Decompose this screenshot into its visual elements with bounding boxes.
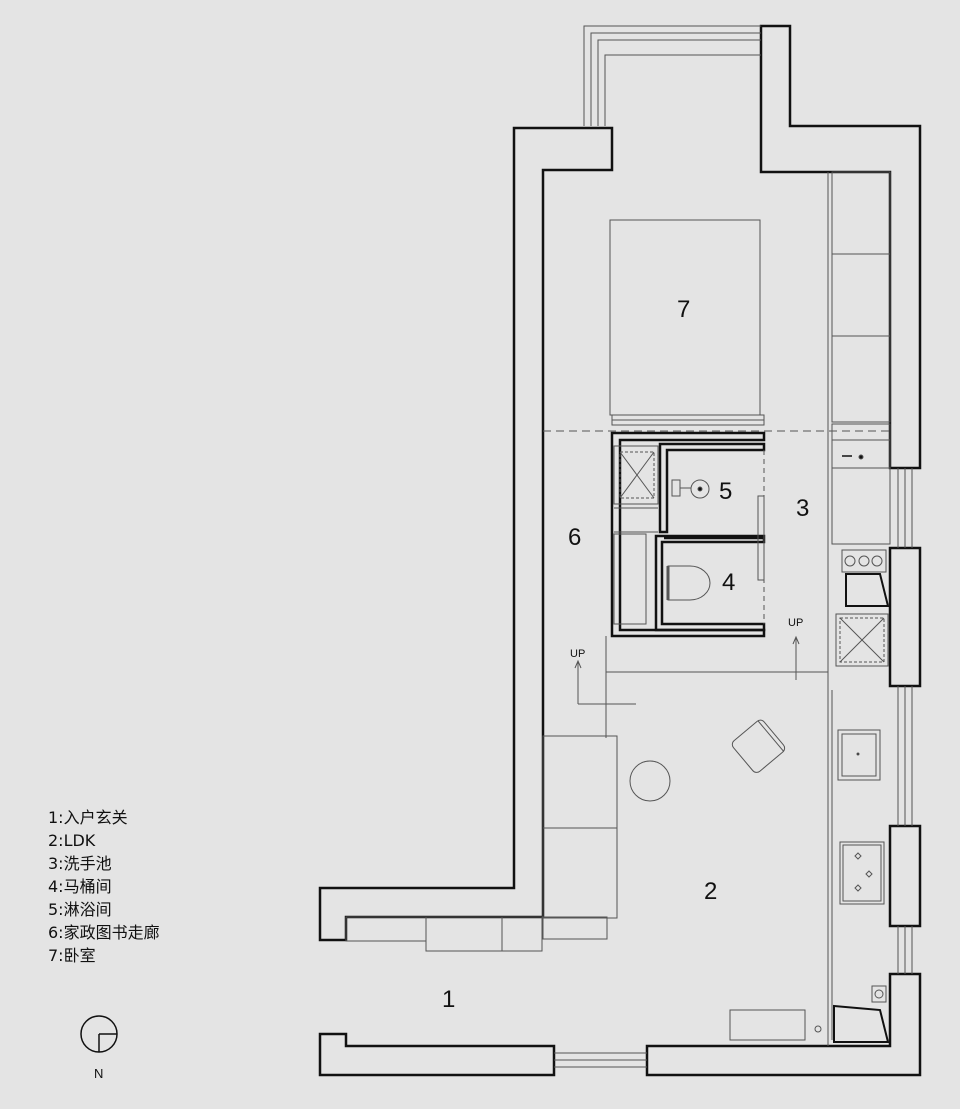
legend-item: 6:家政图书走廊 — [48, 923, 160, 942]
windows — [554, 468, 913, 1068]
room-legend: 1:入户玄关 2:LDK 3:洗手池 4:马桶间 5:淋浴间 6:家政图书走廊 … — [48, 806, 160, 967]
balcony-railing — [583, 25, 761, 126]
right-cabinets — [827, 171, 891, 1046]
room-number-5: 5 — [719, 478, 732, 505]
legend-item: 2:LDK — [48, 831, 96, 850]
legend-item: 4:马桶间 — [48, 877, 112, 896]
sofa — [542, 735, 618, 919]
legend-item: 7:卧室 — [48, 946, 96, 965]
room-number-2: 2 — [704, 878, 717, 905]
room-number-7: 7 — [677, 296, 690, 323]
bathroom-fixtures — [613, 445, 765, 625]
legend-item: 5:淋浴间 — [48, 900, 112, 919]
level-steps — [574, 635, 828, 738]
cooktop — [839, 841, 885, 905]
north-compass-icon — [80, 1015, 118, 1053]
room-number-3: 3 — [796, 495, 809, 522]
round-table — [629, 760, 671, 802]
legend-item: 3:洗手池 — [48, 854, 112, 873]
room-number-6: 6 — [568, 524, 581, 551]
up-label-right: UP — [788, 617, 803, 629]
kitchen-sink — [837, 729, 881, 781]
bathroom-block — [610, 431, 766, 638]
chair — [731, 719, 786, 773]
bedroom — [543, 219, 890, 432]
shower-drain — [690, 479, 710, 499]
room-number-1: 1 — [442, 986, 455, 1013]
north-label: N — [94, 1066, 103, 1081]
room-number-4: 4 — [722, 569, 735, 596]
console — [729, 1009, 806, 1041]
ldk-furniture — [345, 719, 822, 1041]
legend-item: 1:入户玄关 — [48, 808, 128, 827]
up-label-left: UP — [570, 648, 585, 660]
toilet — [667, 565, 711, 601]
